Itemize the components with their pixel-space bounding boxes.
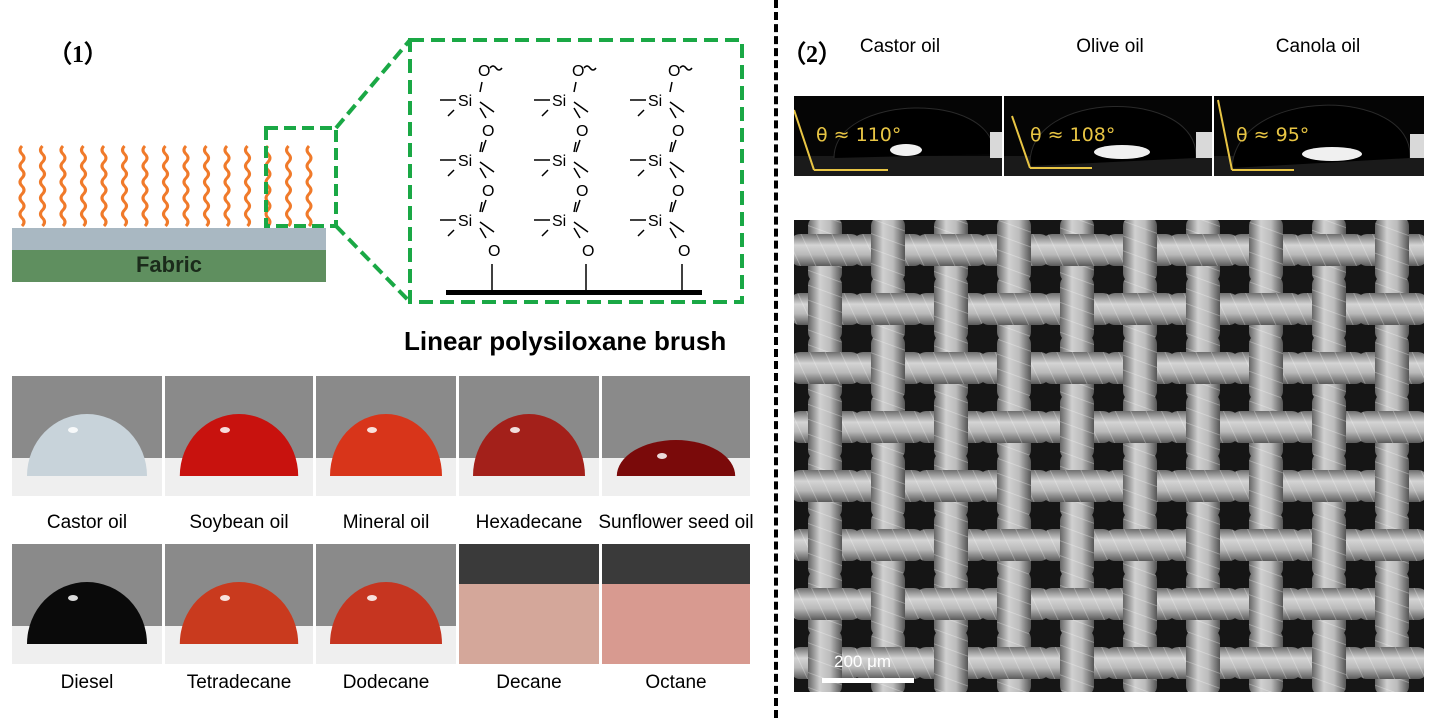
zoom-box-small: [264, 126, 338, 228]
contact-angle-olive: θ ≈ 108°: [1004, 96, 1212, 176]
contact-angle-canola: θ ≈ 95°: [1214, 96, 1424, 176]
oxygen-atom: O: [572, 63, 584, 80]
polymer-brushes: [18, 144, 313, 228]
droplet-photo: [12, 376, 162, 496]
contact-angle-canola-value: θ ≈ 95°: [1236, 124, 1310, 146]
panel-divider: [774, 0, 778, 718]
oxygen-atom: O: [668, 63, 680, 80]
silicon-atom: Si: [458, 213, 472, 230]
droplet-caption: Castor oil: [46, 512, 128, 533]
oxygen-atom: O: [488, 243, 500, 260]
brush-strand: [203, 144, 210, 228]
oxygen-atom: O: [672, 123, 684, 140]
brush-strand: [162, 144, 169, 228]
brush-strand: [141, 144, 149, 228]
fabric-layer: [12, 250, 326, 282]
droplet-photo: [459, 376, 599, 496]
oxygen-atom: O: [482, 123, 494, 140]
brush-strand: [100, 144, 108, 228]
droplet-caption: Sunflower seed oil: [598, 512, 754, 533]
oil-title-olive: Olive oil: [1076, 36, 1144, 57]
droplet-caption: Hexadecane: [475, 512, 583, 533]
oxygen-atom: O: [582, 243, 594, 260]
oxygen-atom: O: [478, 63, 490, 80]
panel-1-label: （1）: [48, 42, 108, 68]
contact-angle-olive-value: θ ≈ 108°: [1030, 124, 1116, 146]
droplet-caption: Octane: [645, 672, 707, 693]
brush-strand: [18, 144, 26, 228]
oxygen-atom: O: [576, 123, 588, 140]
droplet-photo: [602, 376, 750, 496]
droplet-photo: [316, 376, 456, 496]
droplet-caption: Dodecane: [342, 672, 430, 693]
silicon-atom: Si: [458, 93, 472, 110]
brush-strand: [182, 144, 190, 228]
scale-bar-label: 200 μm: [834, 652, 892, 671]
brush-strand: [59, 144, 67, 228]
sem-image: 200 μm: [794, 220, 1424, 692]
oil-title-castor: Castor oil: [859, 36, 941, 57]
brush-strand: [305, 144, 313, 228]
brush-strand: [285, 144, 292, 228]
oxygen-atom: O: [672, 183, 684, 200]
fabric-label: Fabric: [135, 252, 203, 277]
oil-title-canola: Canola oil: [1275, 36, 1361, 57]
droplet-photo: [316, 544, 456, 664]
oxygen-atom: O: [678, 243, 690, 260]
droplet-caption: Mineral oil: [342, 512, 430, 533]
droplet-caption: Soybean oil: [189, 512, 289, 533]
droplet-photo: [165, 376, 313, 496]
silicon-atom: Si: [648, 153, 662, 170]
brush-strand: [223, 144, 231, 228]
silicon-atom: Si: [552, 153, 566, 170]
oxygen-atom: O: [576, 183, 588, 200]
substrate-layer: [12, 228, 326, 250]
silicon-atom: Si: [552, 93, 566, 110]
droplet-caption: Tetradecane: [186, 672, 292, 693]
droplet-photo: [602, 544, 750, 664]
silicon-atom: Si: [552, 213, 566, 230]
droplet-caption: Decane: [496, 672, 562, 693]
panel-2-label: （2）: [782, 42, 842, 68]
brush-strand: [39, 144, 46, 228]
silicon-atom: Si: [648, 93, 662, 110]
silicon-atom: Si: [648, 213, 662, 230]
brush-caption: Linear polysiloxane brush: [404, 326, 727, 356]
brush-strand: [80, 144, 87, 228]
droplet-photo: [12, 544, 162, 664]
brush-strand: [244, 144, 251, 228]
brush-strand: [121, 144, 128, 228]
droplet-photo: [459, 544, 599, 664]
contact-angle-castor: θ ≈ 110°: [794, 96, 1002, 176]
droplet-photo: [165, 544, 313, 664]
oxygen-atom: O: [482, 183, 494, 200]
contact-angle-castor-value: θ ≈ 110°: [816, 124, 902, 146]
silicon-atom: Si: [458, 153, 472, 170]
droplet-caption: Diesel: [60, 672, 114, 693]
